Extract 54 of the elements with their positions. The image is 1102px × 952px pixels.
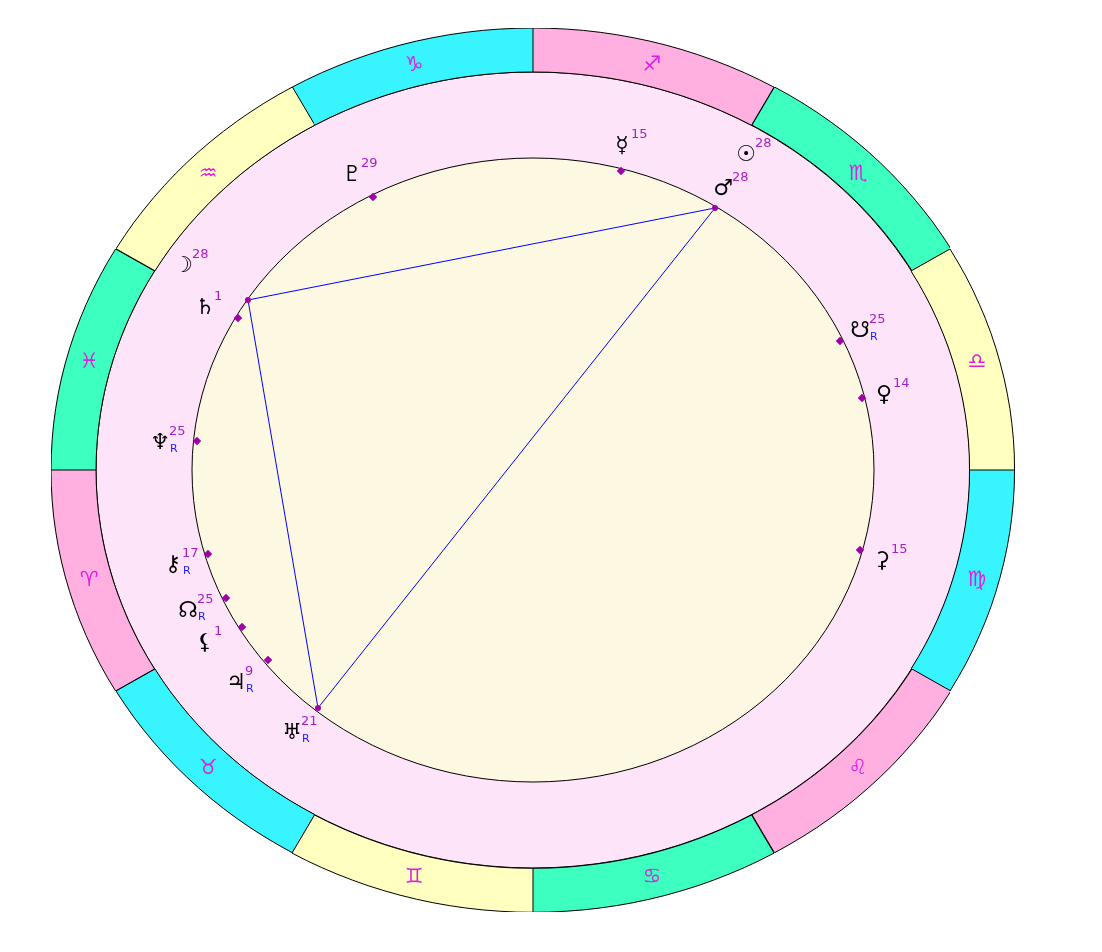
- aspect-line: [248, 302, 318, 706]
- zodiac-sign: ♉: [197, 754, 219, 780]
- planet-symbol: ♇: [341, 161, 362, 187]
- zodiac-sign: ♓: [78, 348, 100, 375]
- planet-symbol: ♃: [225, 669, 246, 695]
- retrograde-mark: R: [198, 611, 206, 623]
- degree-number: 1: [214, 289, 223, 303]
- planet-symbol: ♅: [281, 719, 302, 745]
- zodiac-sign: ♐: [641, 51, 663, 78]
- planet-symbol: ☿: [614, 132, 630, 158]
- degree-number: 28: [192, 247, 209, 261]
- planet-symbol: ☊: [177, 597, 198, 623]
- zodiac-sign: ♎: [966, 348, 988, 375]
- degree-number: 25: [869, 312, 886, 326]
- zodiac-sign: ♊: [403, 862, 425, 889]
- retrograde-mark: R: [246, 683, 254, 695]
- position-dot: [712, 205, 718, 211]
- planet-symbol: ♄: [194, 294, 215, 320]
- zodiac-sign: ♍: [966, 565, 988, 592]
- planet-symbol: ♂: [712, 175, 733, 201]
- planet-symbol: ♆: [149, 429, 170, 455]
- planet-symbol: ☽: [172, 252, 193, 278]
- position-dot: [245, 297, 251, 303]
- degree-number: 25: [197, 592, 214, 606]
- degree-number: 25: [169, 424, 186, 438]
- degree-number: 15: [891, 542, 908, 556]
- degree-number: 15: [631, 127, 648, 141]
- zodiac-sign: ♑: [403, 51, 425, 78]
- retrograde-mark: R: [870, 331, 878, 343]
- degree-number: 28: [755, 136, 772, 150]
- retrograde-mark: R: [183, 565, 191, 577]
- degree-number: 1: [214, 624, 223, 638]
- planet-symbol: ⚸: [195, 629, 215, 655]
- zodiac-sign: ♌: [847, 754, 869, 780]
- zodiac-sign: ♏: [847, 160, 869, 186]
- zodiac-sign: ♋: [641, 862, 663, 889]
- retrograde-mark: R: [302, 733, 310, 745]
- position-dot: [315, 705, 321, 711]
- planet-symbol: ⚳: [872, 547, 892, 573]
- degree-number: 17: [182, 546, 199, 560]
- aspect-line: [319, 209, 714, 707]
- planet-symbol: ♀: [874, 381, 894, 407]
- planet-symbol: ⚷: [163, 551, 183, 577]
- aspect-line: [250, 208, 713, 300]
- degree-number: 9: [245, 664, 254, 678]
- degree-number: 14: [893, 376, 910, 390]
- degree-number: 28: [732, 170, 749, 184]
- planet-symbol: ☋: [849, 317, 870, 343]
- zodiac-sign: ♈: [78, 565, 100, 592]
- degree-number: 21: [301, 714, 318, 728]
- zodiac-sign: ♒: [197, 160, 219, 186]
- retrograde-mark: R: [170, 443, 178, 455]
- degree-number: 29: [361, 156, 378, 170]
- planet-symbol: ☉: [735, 141, 756, 167]
